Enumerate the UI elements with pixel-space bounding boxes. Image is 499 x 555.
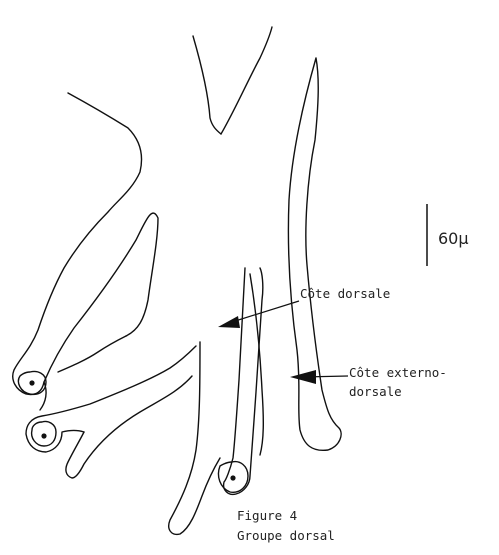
left-upper-arm-contour — [13, 93, 158, 395]
left-lower-arm-fork — [66, 376, 192, 478]
cote-dorsale-arrowhead — [218, 316, 240, 328]
scale-bar-label: 60µ — [438, 229, 469, 248]
trunk-left-edge — [193, 36, 221, 134]
externo-dorsal-outer-contour — [288, 58, 341, 450]
cote-dorsale-label: Côte dorsale — [300, 286, 390, 301]
upper-papilla-dot — [29, 380, 34, 385]
cote-externo-dorsale-arrowhead — [290, 370, 316, 384]
central-lower-arm-contour — [169, 342, 220, 534]
trunk-right-edge — [221, 27, 272, 134]
lower-left-papilla-dot — [41, 433, 46, 438]
left-upper-arm-inner-edge — [58, 336, 126, 372]
cote-externo-dorsale-label-line2: dorsale — [349, 384, 402, 399]
figure-number: Figure 4 — [237, 508, 297, 523]
dorsal-ray-contour — [224, 268, 263, 494]
central-papilla-dot — [230, 475, 235, 480]
figure-caption: Groupe dorsal — [237, 528, 335, 543]
left-lower-arm-contour — [26, 346, 196, 452]
cote-externo-dorsale-label-line1: Côte externo- — [349, 365, 447, 380]
